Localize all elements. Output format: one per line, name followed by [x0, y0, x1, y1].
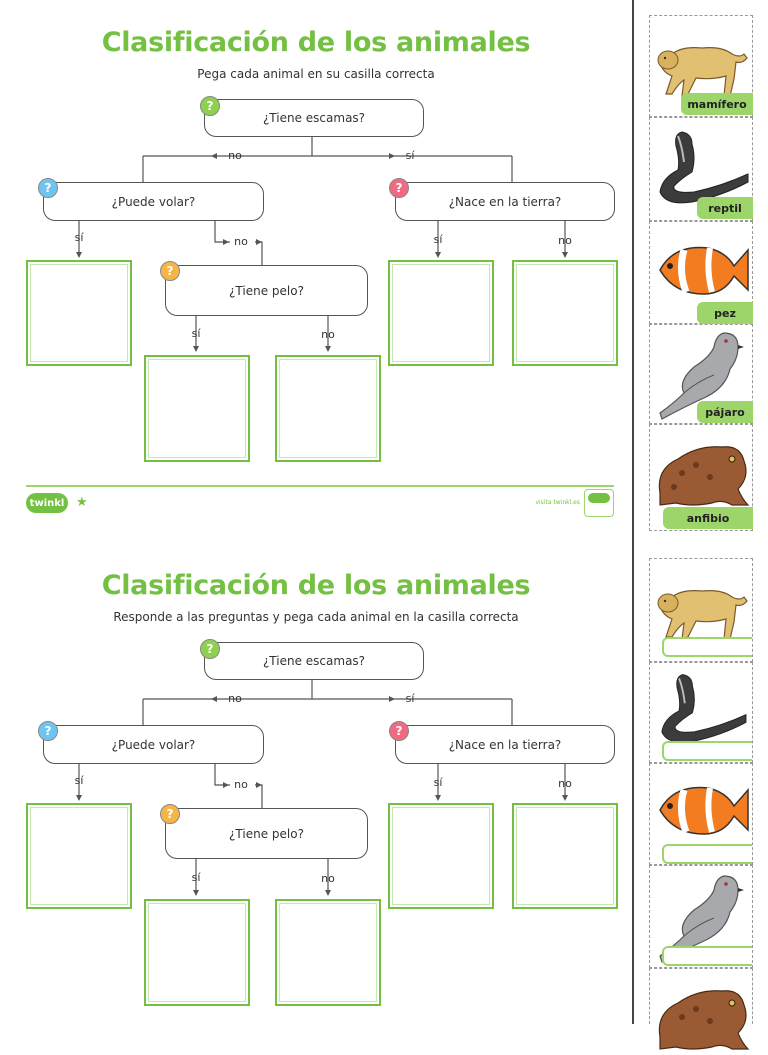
branch-label-si: sí: [433, 776, 443, 789]
branch-label-si: sí: [405, 692, 415, 705]
answer-box[interactable]: [275, 355, 381, 462]
card-label: pez: [697, 302, 753, 324]
answer-box[interactable]: [26, 803, 132, 909]
answer-box[interactable]: [512, 803, 618, 909]
answer-box[interactable]: [275, 899, 381, 1006]
lion-icon: [657, 47, 748, 97]
flowchart-connectors: [76, 680, 568, 896]
lion-icon: [657, 590, 748, 640]
branch-label-si: sí: [405, 149, 415, 162]
card-label: reptil: [697, 197, 753, 219]
blank-label-field[interactable]: [662, 741, 752, 761]
branch-label-si: sí: [74, 774, 84, 787]
cutting-divider: [632, 0, 634, 1024]
question-text: ¿Tiene escamas?: [262, 654, 366, 668]
card-label: anfibio: [663, 507, 753, 529]
footer-url: visita twinkl.es: [535, 499, 580, 506]
branch-label-no: no: [234, 235, 248, 248]
card-label: mamífero: [681, 93, 753, 115]
twinkl-logo: twinkl: [26, 493, 68, 513]
branch-label-si: sí: [433, 233, 443, 246]
animal-card-blank[interactable]: [649, 558, 753, 662]
answer-box[interactable]: [26, 260, 132, 366]
answer-box[interactable]: [144, 355, 250, 462]
animal-card-blank[interactable]: [649, 763, 753, 865]
footer-divider: [26, 485, 614, 487]
answer-box[interactable]: [512, 260, 618, 366]
question-text: ¿Tiene escamas?: [262, 111, 366, 125]
sheet-subtitle: Pega cada animal en su casilla correcta: [197, 67, 435, 81]
question-fly: ¿Puede volar?: [43, 725, 264, 764]
sheet-title: Clasificación de los animales: [101, 27, 531, 58]
branch-label-no: no: [321, 872, 335, 885]
branch-label-si: sí: [74, 231, 84, 244]
blank-label-field[interactable]: [662, 844, 752, 864]
question-fur: ¿Tiene pelo?: [165, 265, 368, 316]
question-born-land: ¿Nace en la tierra?: [395, 725, 615, 764]
animal-card-mammal[interactable]: mamífero: [649, 15, 753, 117]
branch-label-si: sí: [191, 871, 201, 884]
snake-icon: [661, 674, 747, 743]
question-mark-icon: ?: [389, 178, 409, 198]
branch-label-no: no: [558, 234, 572, 247]
question-fur: ¿Tiene pelo?: [165, 808, 368, 859]
question-text: ¿Puede volar?: [111, 194, 196, 209]
animal-card-amphibian[interactable]: anfibio: [649, 424, 753, 531]
question-mark-icon: ?: [200, 96, 220, 116]
question-fly: ¿Puede volar?: [43, 182, 264, 221]
question-text: ¿Tiene pelo?: [229, 283, 304, 298]
branch-label-no: no: [234, 778, 248, 791]
sheet-title: Clasificación de los animales: [101, 570, 531, 601]
star-icon: ★: [76, 495, 88, 510]
question-text: ¿Tiene pelo?: [229, 826, 304, 841]
card-label: pájaro: [697, 401, 753, 423]
toad-icon: [658, 990, 750, 1050]
animal-card-blank[interactable]: [649, 662, 753, 763]
answer-box[interactable]: [144, 899, 250, 1006]
answer-box[interactable]: [388, 803, 494, 909]
branch-label-no: no: [321, 328, 335, 341]
question-text: ¿Puede volar?: [111, 737, 196, 752]
question-mark-icon: ?: [160, 804, 180, 824]
branch-label-si: sí: [191, 327, 201, 340]
branch-label-no: no: [228, 149, 242, 162]
flowchart-connectors: [76, 137, 568, 352]
animal-card-bird[interactable]: pájaro: [649, 324, 753, 424]
branch-label-no: no: [558, 777, 572, 790]
branch-label-no: no: [228, 692, 242, 705]
fish-icon: [659, 246, 749, 295]
question-mark-icon: ?: [38, 178, 58, 198]
question-text: ¿Nace en la tierra?: [448, 737, 562, 752]
question-born-land: ¿Nace en la tierra?: [395, 182, 615, 221]
sheet-subtitle: Responde a las preguntas y pega cada ani…: [113, 610, 519, 624]
snake-icon: [659, 131, 749, 204]
pigeon-icon: [659, 875, 744, 963]
question-text: ¿Nace en la tierra?: [448, 194, 562, 209]
answer-box[interactable]: [388, 260, 494, 366]
question-mark-icon: ?: [160, 261, 180, 281]
animal-card-fish[interactable]: pez: [649, 221, 753, 324]
toad-icon: [658, 446, 750, 506]
question-mark-icon: ?: [389, 721, 409, 741]
animal-card-reptile[interactable]: reptil: [649, 117, 753, 221]
question-mark-icon: ?: [200, 639, 220, 659]
animal-card-blank[interactable]: [649, 968, 753, 1050]
blank-label-field[interactable]: [662, 946, 752, 966]
pigeon-icon: [659, 332, 744, 420]
blank-label-field[interactable]: [662, 637, 752, 657]
animal-card-blank[interactable]: [649, 865, 753, 968]
question-scales: ¿Tiene escamas?: [204, 642, 424, 680]
quality-badge-icon: [584, 489, 614, 517]
question-scales: ¿Tiene escamas?: [204, 99, 424, 137]
question-mark-icon: ?: [38, 721, 58, 741]
fish-icon: [659, 786, 749, 835]
